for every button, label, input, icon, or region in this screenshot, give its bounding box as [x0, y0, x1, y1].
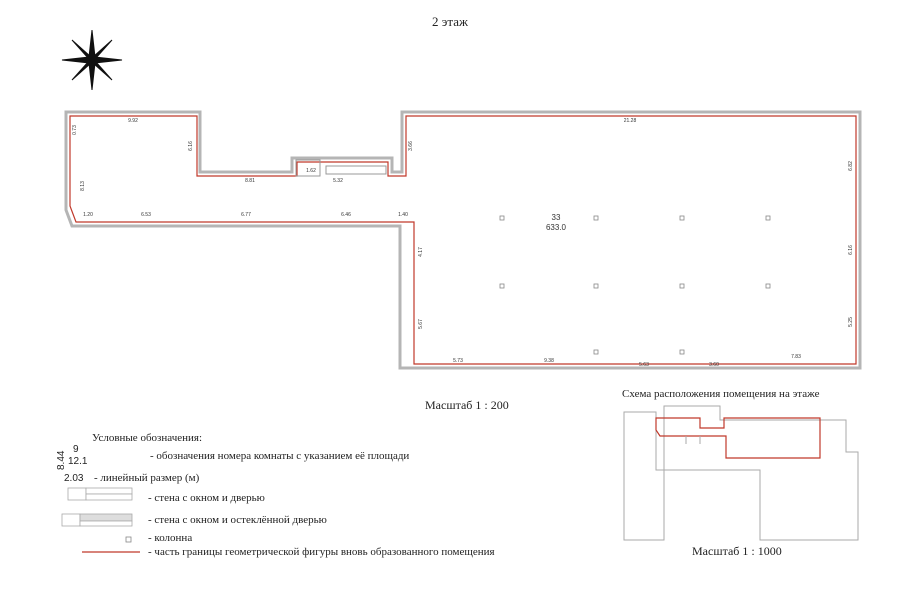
dimension-label: 7.83	[791, 354, 801, 360]
dimension-label: 5.25	[848, 317, 854, 327]
dimension-label: 4.17	[418, 247, 424, 257]
outer-wall	[64, 110, 862, 370]
dimension-label: 6.53	[141, 212, 151, 218]
legend-item-dimension: - линейный размер (м)	[94, 472, 200, 484]
dimension-label: 9.38	[544, 358, 554, 364]
dimension-label: 5.67	[418, 319, 424, 329]
dimension-labels: 9.92 6.16 8.81 1.62 5.32 3.66 21.28 6.82…	[72, 118, 854, 368]
legend-item-room-label: - обозначения номера комнаты с указанием…	[150, 450, 410, 462]
dimension-label: 6.77	[241, 212, 251, 218]
legend-sample-dimension: 8.44	[56, 450, 67, 470]
dimension-label: 8.81	[245, 178, 255, 184]
dimension-label: 1.62	[306, 168, 316, 174]
legend-item-boundary: - часть границы геометрической фигуры вн…	[148, 546, 495, 558]
dimension-label: 5.73	[453, 358, 463, 364]
legend-sample-room-area: 12.1	[68, 456, 88, 467]
dimension-label: 0.73	[72, 125, 78, 135]
legend-wall-door-sample	[67, 487, 133, 501]
legend-item-wall-door: - стена с окном и дверью	[148, 492, 265, 504]
dimension-label: 6.46	[341, 212, 351, 218]
dimension-label: 8.13	[80, 181, 86, 191]
dimension-label: 6.82	[848, 161, 854, 171]
location-scheme	[623, 405, 859, 541]
main-scale-label: Масштаб 1 : 200	[425, 398, 509, 412]
legend-sample-room-number: 9	[73, 444, 79, 455]
dimension-label: 6.16	[188, 141, 194, 151]
dimension-label: 5.63	[639, 362, 649, 368]
compass-rose-icon	[61, 29, 123, 91]
columns	[499, 215, 771, 355]
dimension-label: 3.66	[408, 141, 414, 151]
legend-wall-glazed-door-sample	[61, 513, 133, 527]
legend-sample-dimension-bottom: 2.03	[64, 473, 84, 484]
room-area: 633.0	[546, 223, 567, 232]
legend-item-column: - колонна	[148, 532, 193, 544]
legend-item-wall-glazed-door: - стена с окном и остеклённой дверью	[148, 514, 327, 526]
room-number: 33	[552, 213, 561, 222]
dimension-label: 1.40	[398, 212, 408, 218]
scheme-scale-label: Масштаб 1 : 1000	[692, 544, 782, 558]
floor-title: 2 этаж	[432, 14, 468, 29]
legend-column-sample	[125, 536, 132, 543]
dimension-label: 9.92	[128, 118, 138, 124]
scheme-title: Схема расположения помещения на этаже	[622, 388, 820, 400]
dimension-label: 3.60	[709, 362, 719, 368]
dimension-label: 5.32	[333, 178, 343, 184]
dimension-label: 21.28	[624, 118, 637, 124]
legend-heading: Условные обозначения:	[92, 432, 203, 444]
interior-partitions	[295, 159, 387, 177]
dimension-label: 6.16	[848, 245, 854, 255]
dimension-label: 1.20	[83, 212, 93, 218]
premises-boundary	[69, 115, 857, 365]
